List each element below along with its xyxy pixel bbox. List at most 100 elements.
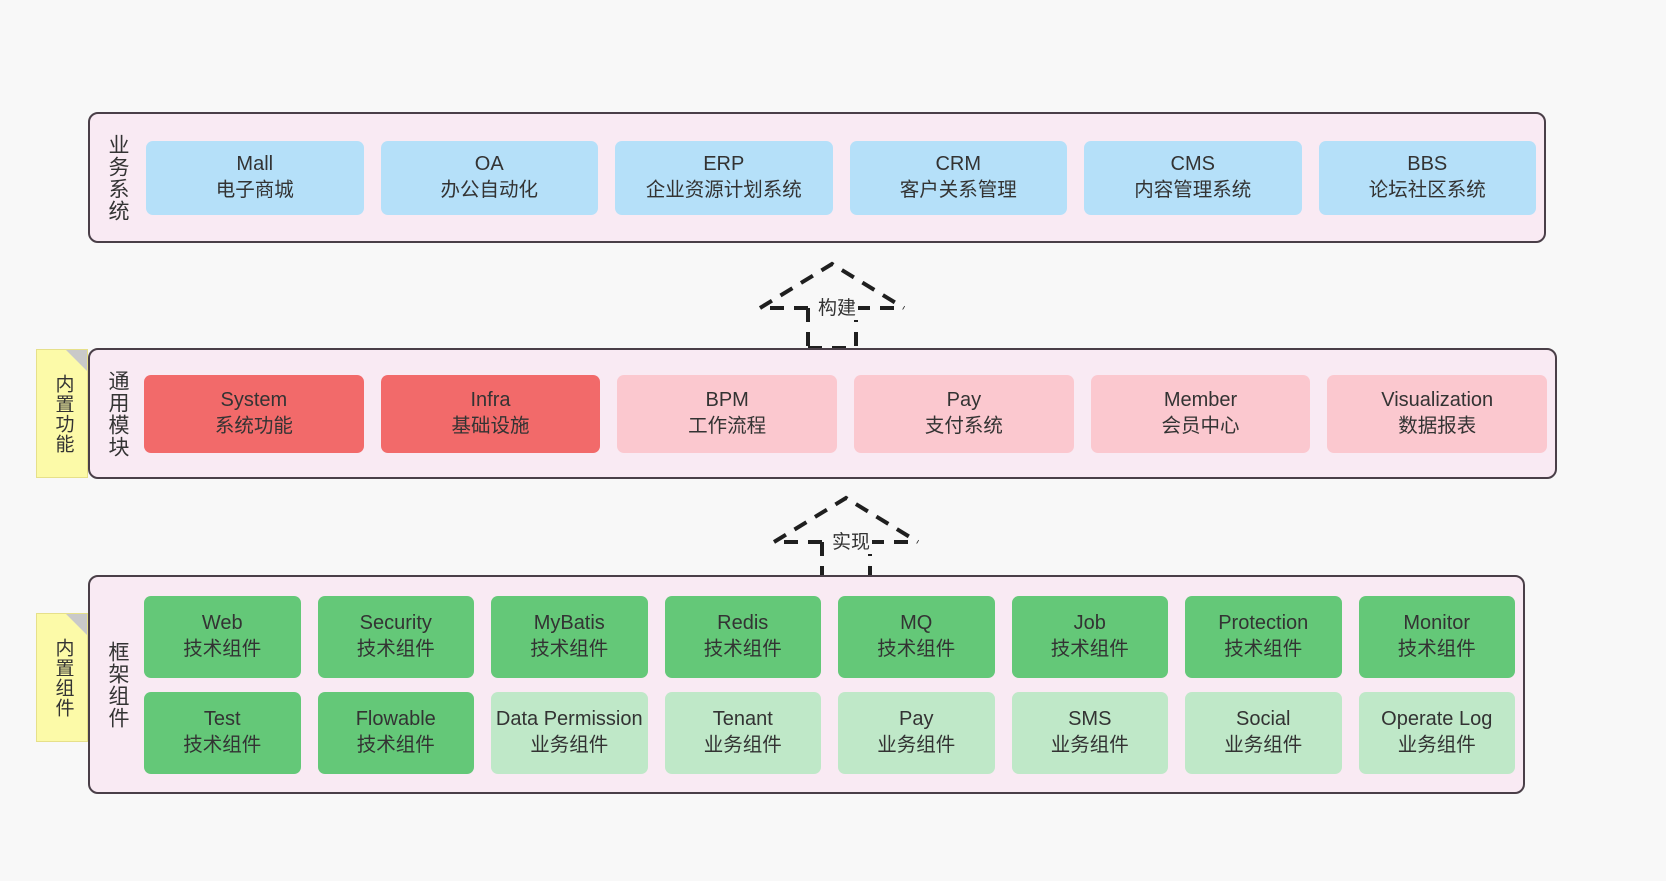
card-title: SMS: [1068, 708, 1112, 731]
card-operate-log[interactable]: Operate Log 业务组件: [1358, 691, 1515, 774]
layer-title-common-modules: 通用模块: [106, 369, 130, 458]
card-redis[interactable]: Redis 技术组件: [664, 595, 821, 678]
card-oa[interactable]: OA 办公自动化: [380, 140, 598, 215]
card-title: CMS: [1170, 153, 1215, 176]
card-row: Mall 电子商城 OA 办公自动化 ERP 企业资源计划系统 CRM 客户关系…: [146, 140, 1536, 215]
card-title: Visualization: [1381, 389, 1494, 412]
layer-title-framework-components: 框架组件: [106, 640, 130, 729]
card-tenant[interactable]: Tenant 业务组件: [664, 691, 821, 774]
card-title: Mall: [236, 153, 274, 176]
card-monitor[interactable]: Monitor 技术组件: [1358, 595, 1515, 678]
card-title: System: [220, 389, 288, 412]
card-title: Pay: [946, 389, 982, 412]
card-member[interactable]: Member 会员中心: [1090, 374, 1311, 453]
card-title: MyBatis: [533, 612, 605, 635]
card-subtitle: 技术组件: [1224, 637, 1303, 660]
card-subtitle: 技术组件: [356, 733, 435, 756]
card-title: Redis: [717, 612, 769, 635]
card-subtitle: 业务组件: [530, 733, 609, 756]
card-title: Pay: [899, 708, 934, 731]
card-grid-common-modules: System 系统功能 Infra 基础设施 BPM 工作流程 Pay 支付系统…: [144, 350, 1555, 477]
card-subtitle: 工作流程: [688, 414, 767, 437]
card-subtitle: 电子商城: [215, 178, 294, 201]
card-title: BPM: [705, 389, 749, 412]
card-subtitle: 技术组件: [183, 637, 262, 660]
card-security[interactable]: Security 技术组件: [317, 595, 474, 678]
card-subtitle: 办公自动化: [440, 178, 538, 201]
layer-common-modules: 通用模块 System 系统功能 Infra 基础设施 BPM 工作流程 Pay…: [88, 348, 1557, 479]
sticky-note-builtin-features: 内置功能: [36, 349, 88, 478]
card-infra[interactable]: Infra 基础设施: [380, 374, 601, 453]
card-visualization[interactable]: Visualization 数据报表: [1327, 374, 1548, 453]
arrow-build: 构建: [752, 258, 912, 350]
card-subtitle: 支付系统: [924, 414, 1003, 437]
card-social[interactable]: Social 业务组件: [1185, 691, 1342, 774]
card-subtitle: 技术组件: [530, 637, 609, 660]
arrow-label-build: 构建: [816, 293, 859, 320]
card-title: Protection: [1218, 612, 1309, 635]
card-protection[interactable]: Protection 技术组件: [1185, 595, 1342, 678]
card-pay[interactable]: Pay 支付系统: [854, 374, 1074, 453]
card-subtitle: 技术组件: [877, 637, 956, 660]
layer-framework-components: 框架组件 Web 技术组件 Security 技术组件 MyBatis 技术组件…: [88, 575, 1525, 794]
layer-business-systems: 业务系统 Mall 电子商城 OA 办公自动化 ERP 企业资源计划系统 CRM…: [88, 112, 1546, 243]
card-title: Monitor: [1403, 612, 1471, 635]
card-subtitle: 技术组件: [1397, 637, 1476, 660]
card-subtitle: 论坛社区系统: [1368, 178, 1486, 201]
card-data-permission[interactable]: Data Permission 业务组件: [491, 691, 648, 774]
card-system[interactable]: System 系统功能: [144, 374, 364, 453]
card-subtitle: 业务组件: [877, 733, 956, 756]
card-subtitle: 系统功能: [214, 414, 293, 437]
card-title: CRM: [935, 153, 982, 176]
card-title: Security: [359, 612, 432, 635]
card-bpm[interactable]: BPM 工作流程: [617, 374, 838, 453]
card-pay-business[interactable]: Pay 业务组件: [838, 691, 995, 774]
card-title: Social: [1236, 708, 1291, 731]
sticky-note-builtin-components: 内置组件: [36, 613, 88, 742]
card-sms[interactable]: SMS 业务组件: [1011, 691, 1168, 774]
card-web[interactable]: Web 技术组件: [144, 595, 301, 678]
card-subtitle: 业务组件: [1397, 733, 1476, 756]
card-subtitle: 技术组件: [1050, 637, 1129, 660]
card-title: ERP: [703, 153, 745, 176]
card-flowable[interactable]: Flowable 技术组件: [317, 691, 474, 774]
card-subtitle: 业务组件: [1050, 733, 1129, 756]
card-title: Test: [203, 708, 241, 731]
card-row: System 系统功能 Infra 基础设施 BPM 工作流程 Pay 支付系统…: [144, 374, 1548, 453]
layer-title-business-systems: 业务系统: [106, 133, 130, 222]
card-bbs[interactable]: BBS 论坛社区系统: [1318, 140, 1536, 215]
card-test[interactable]: Test 技术组件: [144, 691, 301, 774]
card-grid-business-systems: Mall 电子商城 OA 办公自动化 ERP 企业资源计划系统 CRM 客户关系…: [144, 114, 1544, 241]
card-subtitle: 内容管理系统: [1134, 178, 1252, 201]
card-title: Data Permission: [495, 708, 643, 731]
card-subtitle: 数据报表: [1398, 414, 1477, 437]
card-subtitle: 技术组件: [183, 733, 262, 756]
card-title: Operate Log: [1381, 708, 1493, 731]
card-subtitle: 会员中心: [1161, 414, 1240, 437]
card-cms[interactable]: CMS 内容管理系统: [1084, 140, 1302, 215]
card-subtitle: 企业资源计划系统: [645, 178, 802, 201]
card-subtitle: 技术组件: [703, 637, 782, 660]
card-title: Web: [201, 612, 243, 635]
card-title: BBS: [1407, 153, 1448, 176]
card-mq[interactable]: MQ 技术组件: [838, 595, 995, 678]
card-title: Infra: [470, 389, 511, 412]
card-mall[interactable]: Mall 电子商城: [146, 140, 364, 215]
card-subtitle: 业务组件: [1224, 733, 1303, 756]
card-subtitle: 客户关系管理: [899, 178, 1017, 201]
card-title: Tenant: [712, 708, 773, 731]
card-subtitle: 业务组件: [703, 733, 782, 756]
card-mybatis[interactable]: MyBatis 技术组件: [491, 595, 648, 678]
sticky-note-label: 内置功能: [52, 373, 74, 454]
card-row: Test 技术组件 Flowable 技术组件 Data Permission …: [144, 691, 1515, 774]
card-row: Web 技术组件 Security 技术组件 MyBatis 技术组件 Redi…: [144, 595, 1515, 678]
card-erp[interactable]: ERP 企业资源计划系统: [615, 140, 833, 215]
card-title: OA: [474, 153, 504, 176]
card-title: Member: [1163, 389, 1238, 412]
card-title: MQ: [900, 612, 933, 635]
card-crm[interactable]: CRM 客户关系管理: [849, 140, 1067, 215]
card-grid-framework-components: Web 技术组件 Security 技术组件 MyBatis 技术组件 Redi…: [144, 577, 1523, 792]
card-subtitle: 技术组件: [356, 637, 435, 660]
card-title: Job: [1073, 612, 1106, 635]
card-job[interactable]: Job 技术组件: [1011, 595, 1168, 678]
